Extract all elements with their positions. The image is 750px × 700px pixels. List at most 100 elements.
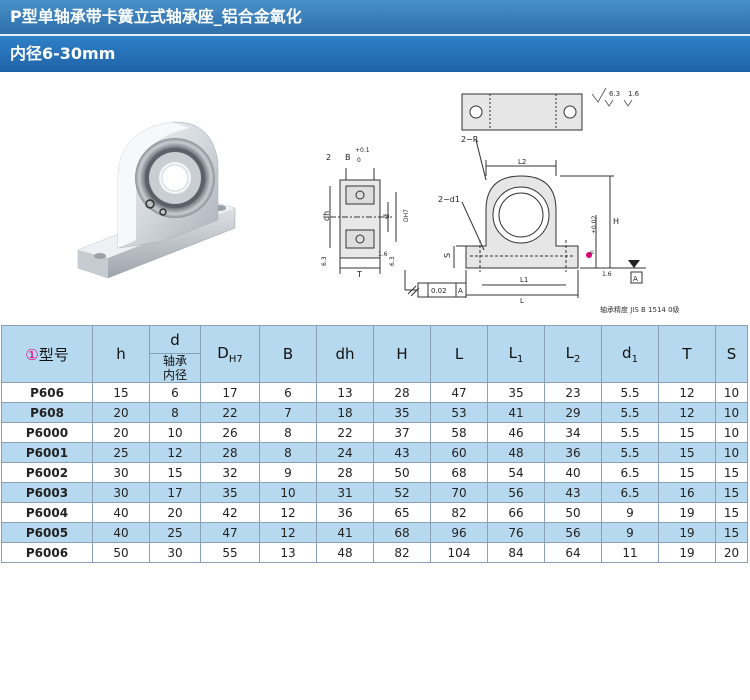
model-cell: P6000 [1,422,93,443]
svg-text:1.6: 1.6 [602,271,612,278]
table-cell: 6 [149,382,201,403]
svg-text:L1: L1 [520,276,528,284]
header-divider [0,34,750,36]
table-cell: 56 [544,522,602,543]
svg-text:0.02: 0.02 [431,287,447,295]
table-cell: 20 [92,422,150,443]
table-cell: 65 [373,502,431,523]
svg-text:±0.02: ±0.02 [591,215,598,234]
table-cell: 15 [658,462,716,483]
table-cell: 8 [149,402,201,423]
table-cell: 10 [149,422,201,443]
model-cell: P6004 [1,502,93,523]
side-section-labels: 2 B +0.1 0 dh d DH7 1.6 6.3 6.3 T 0.02 A [321,147,463,297]
table-cell: 6.5 [601,462,659,483]
table-cell: 6.5 [601,482,659,503]
model-cell: P6005 [1,522,93,543]
table-cell: 43 [373,442,431,463]
table-cell: 5.5 [601,422,659,443]
precision-note: 轴承精度 JIS B 1514 0级 [600,305,680,314]
col-d: d [149,325,201,354]
table-cell: 25 [92,442,150,463]
table-cell: 5.5 [601,442,659,463]
table-cell: 15 [658,422,716,443]
table-cell: 50 [373,462,431,483]
table-cell: 17 [149,482,201,503]
model-cell: P6006 [1,542,93,563]
table-cell: 76 [487,522,545,543]
table-cell: 40 [92,502,150,523]
table-cell: 50 [92,542,150,563]
front-view-labels: 2−R L2 2−d1 H S h ±0.02 1.6 L1 L A 轴承精度 … [438,135,680,314]
table-cell: 12 [658,402,716,423]
table-cell: 22 [200,402,260,423]
table-cell: 25 [149,522,201,543]
col-s: S [715,325,748,383]
table-cell: 12 [658,382,716,403]
model-cell: P6003 [1,482,93,503]
table-cell: 56 [487,482,545,503]
svg-text:6.3: 6.3 [321,256,328,266]
col-dh7: DH7 [200,325,260,383]
table-cell: 47 [430,382,488,403]
table-cell: 28 [200,442,260,463]
table-cell: 19 [658,522,716,543]
table-cell: 50 [544,502,602,523]
table-cell: 55 [200,542,260,563]
table-cell: 30 [92,462,150,483]
roughness-symbol: 6.3 1.6 [591,87,640,107]
table-cell: 10 [715,382,748,403]
table-cell: 19 [658,542,716,563]
svg-text:B: B [345,153,351,162]
table-cell: 70 [430,482,488,503]
table-cell: 36 [544,442,602,463]
svg-text:L2: L2 [518,158,526,166]
table-cell: 29 [544,402,602,423]
table-cell: 7 [259,402,317,423]
svg-text:2−d1: 2−d1 [438,195,460,204]
table-cell: 35 [373,402,431,423]
table-cell: 58 [430,422,488,443]
table-cell: 34 [544,422,602,443]
table-cell: 60 [430,442,488,463]
svg-text:T: T [356,270,362,279]
table-cell: 40 [544,462,602,483]
col-H: H [373,325,431,383]
table-cell: 15 [715,462,748,483]
table-cell: 16 [658,482,716,503]
col-l: L [430,325,488,383]
table-cell: 31 [316,482,374,503]
svg-text:2: 2 [326,153,331,162]
table-cell: 20 [715,542,748,563]
table-cell: 53 [430,402,488,423]
table-cell: 42 [200,502,260,523]
svg-text:H: H [613,217,619,226]
table-cell: 23 [544,382,602,403]
table-cell: 48 [487,442,545,463]
svg-text:L: L [520,297,524,305]
table-cell: 18 [316,402,374,423]
svg-text:A: A [458,287,463,295]
table-cell: 15 [149,462,201,483]
model-cell: P6002 [1,462,93,483]
svg-text:6.3: 6.3 [609,90,620,98]
technical-drawing: 6.3 1.6 2 [77,87,680,314]
table-cell: 17 [200,382,260,403]
table-cell: 36 [316,502,374,523]
col-dh: dh [316,325,374,383]
col-h: h [92,325,150,383]
col-d1: d1 [601,325,659,383]
table-cell: 41 [316,522,374,543]
table-cell: 28 [373,382,431,403]
table-cell: 48 [316,542,374,563]
table-cell: 8 [259,442,317,463]
table-cell: 13 [259,542,317,563]
table-cell: 9 [601,502,659,523]
table-cell: 47 [200,522,260,543]
svg-text:1.6: 1.6 [628,90,640,98]
